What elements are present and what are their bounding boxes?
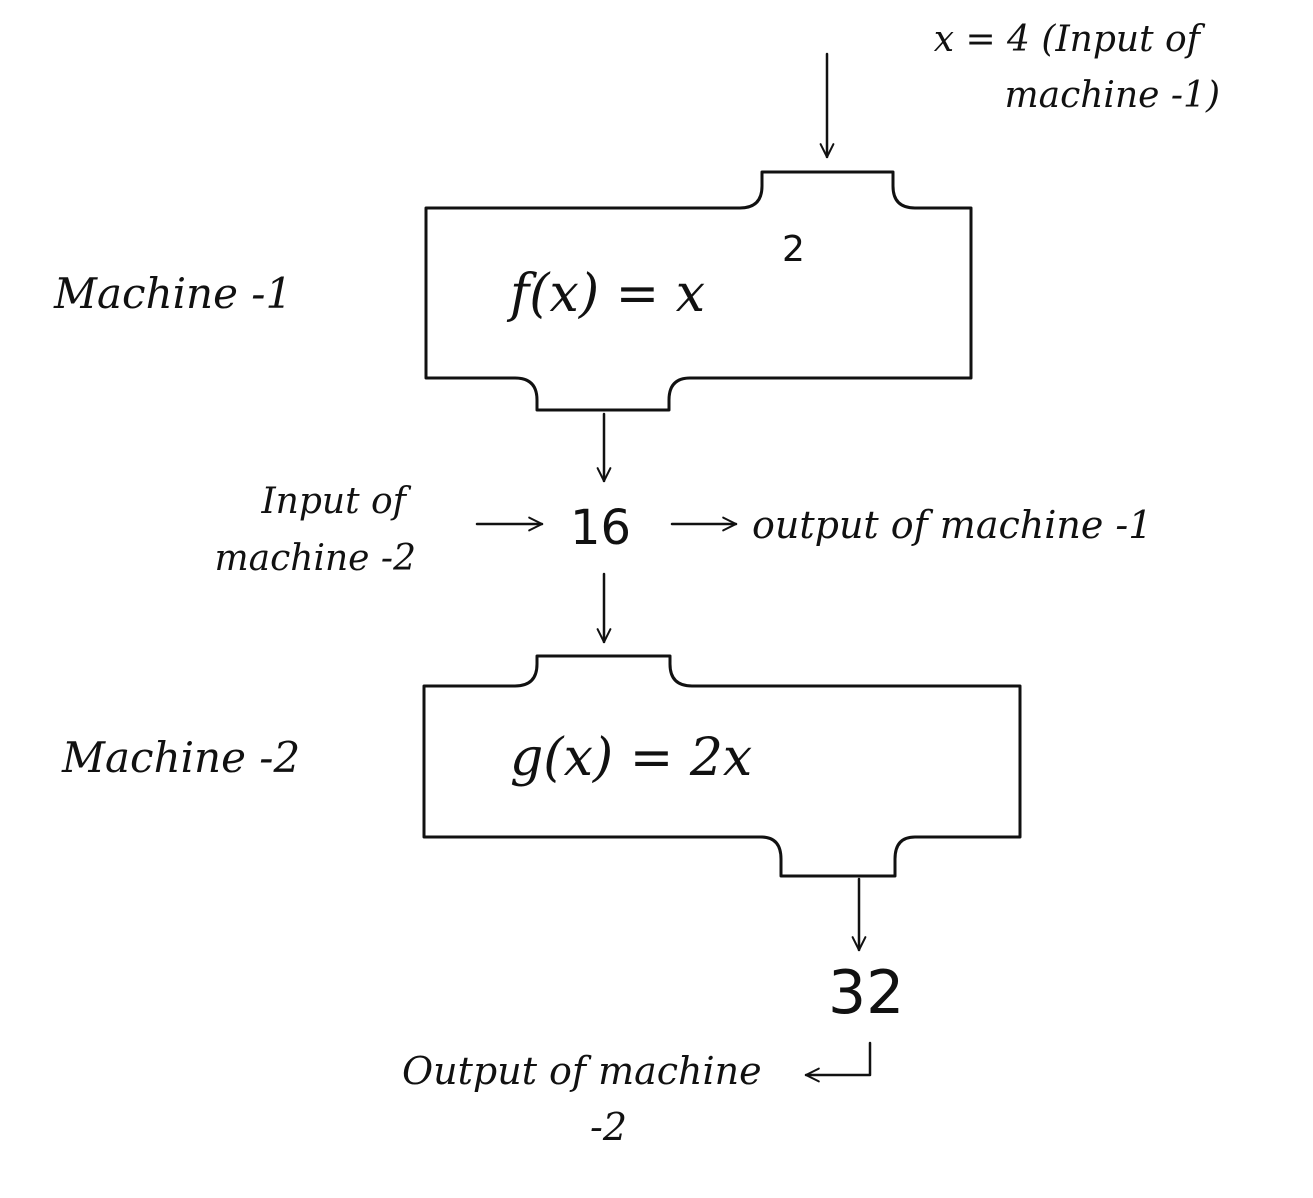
- machine-1-function: f(x) = x: [510, 264, 706, 324]
- final-output-hook-arrow: [804, 1041, 872, 1083]
- machine-1-box: [424, 170, 973, 412]
- machine-2-box: [422, 654, 1022, 878]
- input-of-machine-2-label-line-1: Input of: [261, 481, 406, 522]
- output-of-machine-2-label-line-2: -2: [590, 1105, 628, 1149]
- output-of-machine-1-label: output of machine -1: [752, 503, 1153, 547]
- input-label-line-2: machine -1): [1004, 75, 1220, 116]
- output-of-machine-2-label-line-1: Output of machine: [402, 1049, 762, 1093]
- machine-2-name: Machine -2: [62, 733, 301, 782]
- final-value: 32: [828, 958, 905, 1028]
- input-of-machine-2-label-line-2: machine -2: [214, 538, 416, 579]
- machine-1-exponent: 2: [782, 229, 805, 270]
- machine-1-name: Machine -1: [54, 269, 293, 318]
- machine-2-function: g(x) = 2x: [510, 728, 753, 788]
- input-label-line-1: x = 4 (Input of: [933, 19, 1200, 60]
- intermediate-value: 16: [570, 500, 632, 556]
